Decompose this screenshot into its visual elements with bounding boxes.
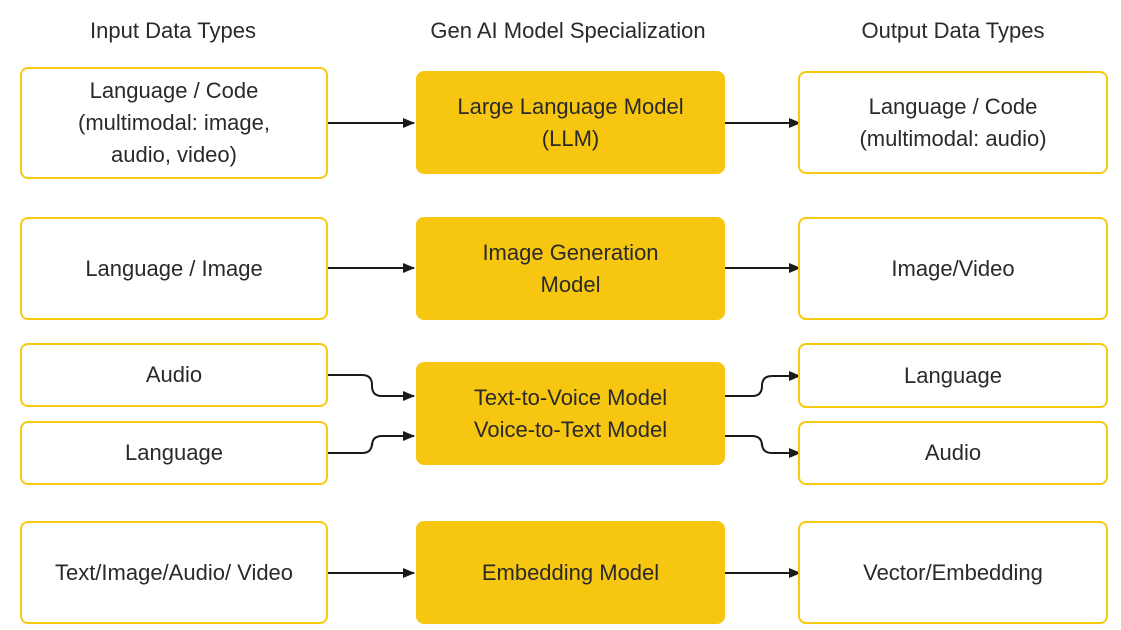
- output-column-header: Output Data Types: [861, 18, 1045, 43]
- model-box-voice: Text-to-Voice Model Voice-to-Text Model: [416, 362, 725, 465]
- output-box-language: Language: [798, 343, 1108, 408]
- input-box-language-code: Language / Code (multimodal: image, audi…: [20, 67, 328, 179]
- model-box-embedding: Embedding Model: [416, 521, 725, 624]
- input-box-language: Language: [20, 421, 328, 485]
- model-box-llm: Large Language Model (LLM): [416, 71, 725, 174]
- model-column-header: Gen AI Model Specialization: [430, 18, 706, 43]
- arrow-audio-input: [328, 374, 415, 401]
- arrow-language-input: [328, 431, 415, 454]
- input-column-header: Input Data Types: [90, 18, 256, 43]
- output-box-vector-embedding: Vector/Embedding: [798, 521, 1108, 624]
- input-box-language-image: Language / Image: [20, 217, 328, 320]
- arrow-audio-output: [725, 435, 801, 458]
- output-box-image-video: Image/Video: [798, 217, 1108, 320]
- output-box-audio: Audio: [798, 421, 1108, 485]
- input-box-audio: Audio: [20, 343, 328, 407]
- arrow-language-output: [725, 371, 801, 397]
- model-box-image-generation: Image Generation Model: [416, 217, 725, 320]
- output-box-language-code: Language / Code (multimodal: audio): [798, 71, 1108, 174]
- input-box-text-image-audio-video: Text/Image/Audio/ Video: [20, 521, 328, 624]
